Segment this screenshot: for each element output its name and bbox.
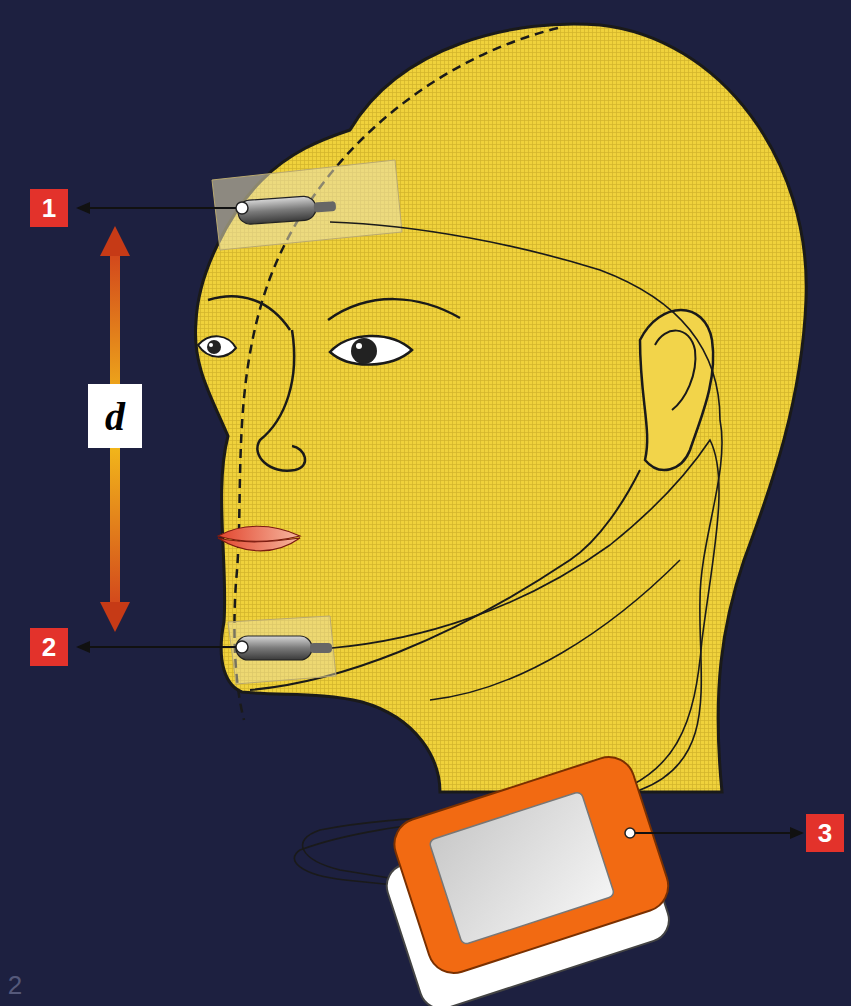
callout-number: 3 (806, 814, 844, 852)
page-number: 2 (2, 968, 28, 1002)
callout-number: 1 (30, 189, 68, 227)
dimension-label: d (88, 384, 142, 448)
callout-number: 2 (30, 628, 68, 666)
